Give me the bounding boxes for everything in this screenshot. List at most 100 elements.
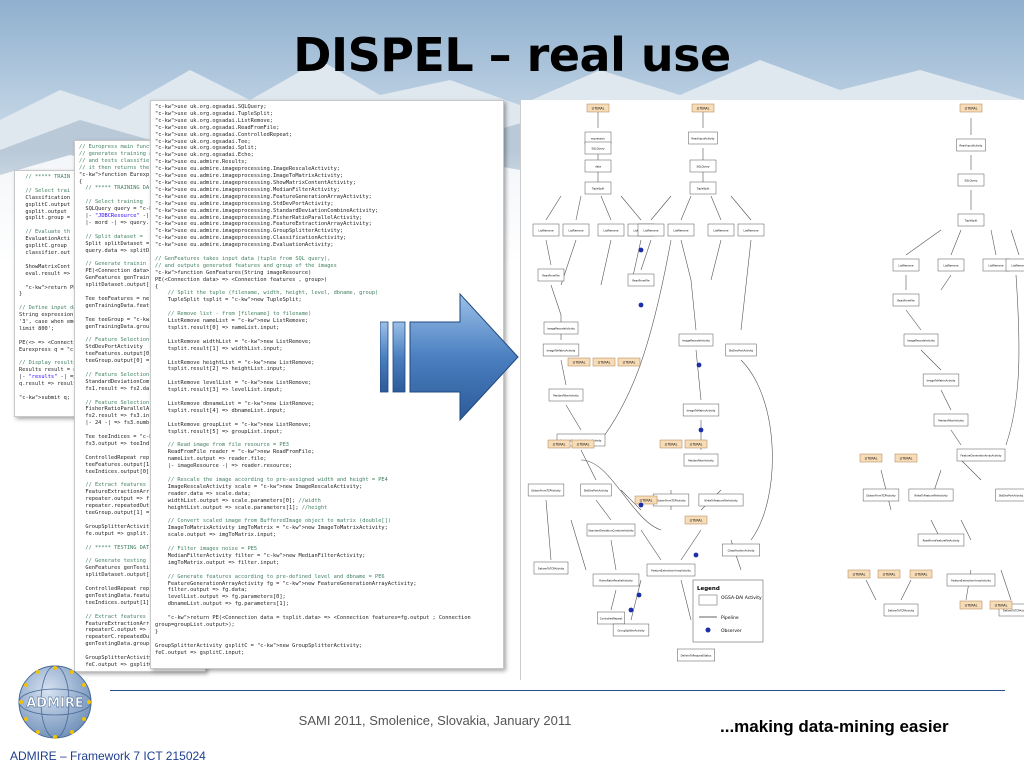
workflow-node: ImageToMatrixActivity — [682, 403, 720, 417]
svg-text:ListRemove: ListRemove — [988, 264, 1003, 268]
svg-text:FeatureExtractionArrayActivity: FeatureExtractionArrayActivity — [651, 569, 691, 573]
workflow-node: ObtainFromTCPActivity — [527, 483, 565, 497]
svg-text:LITERAL: LITERAL — [640, 499, 653, 503]
svg-text:ImageRescaleActivity: ImageRescaleActivity — [682, 339, 710, 343]
svg-text:SQLQuery: SQLQuery — [591, 147, 604, 151]
svg-text:ImageToMatrixActivity: ImageToMatrixActivity — [687, 409, 716, 413]
workflow-node: StdDevPortActivity — [725, 343, 757, 357]
svg-text:FeatureExtractionArrayActivity: FeatureExtractionArrayActivity — [951, 579, 991, 583]
workflow-literals: LITERAL LITERAL LITERAL LITERAL LITERAL LITER… — [547, 103, 1013, 610]
workflow-node: StandardDeviationCombineActivity — [586, 523, 636, 537]
workflow-node: FeatureExtractionArrayActivity — [946, 573, 996, 587]
workflow-node: ImageToMatrixActivity — [922, 373, 960, 387]
workflow-literal: LITERAL — [859, 453, 883, 463]
workflow-node: ClassificationActivity — [722, 543, 760, 557]
workflow-literal: LITERAL — [617, 357, 641, 367]
workflow-node: ListRemove — [562, 223, 590, 237]
svg-text:SQLQuery: SQLQuery — [696, 165, 709, 169]
workflow-node: ListRemove — [667, 223, 695, 237]
svg-text:GroupSplitterActivity: GroupSplitterActivity — [617, 629, 644, 633]
workflow-node: MedianFilterActivity — [548, 388, 584, 402]
workflow-node: ObtainFromTCPActivity — [862, 488, 900, 502]
svg-text:StdDevPortActivity: StdDevPortActivity — [999, 494, 1024, 498]
svg-text:ListRemove: ListRemove — [538, 229, 553, 233]
svg-text:FeatureGenerationArrayActivity: FeatureGenerationArrayActivity — [961, 454, 1002, 458]
svg-text:ImageRescaleActivity: ImageRescaleActivity — [547, 327, 575, 331]
svg-text:TupleSplit: TupleSplit — [965, 219, 978, 223]
workflow-node: ReadFromFile — [537, 268, 565, 282]
workflow-node: ListRemove — [1005, 258, 1024, 272]
workflow-literal: LITERAL — [909, 569, 933, 579]
workflow-observers — [628, 247, 704, 613]
svg-text:DeliverToTCPActivity: DeliverToTCPActivity — [1003, 609, 1024, 613]
svg-text:LITERAL: LITERAL — [573, 361, 586, 365]
legend-title: Legend — [697, 586, 720, 592]
workflow-literal: LITERAL — [989, 600, 1013, 610]
svg-text:ReadInputActivity: ReadInputActivity — [960, 144, 983, 148]
workflow-right — [865, 118, 1020, 601]
workflow-node: StdDevPortActivity — [995, 488, 1024, 502]
workflow-node: ObtainFromTCPActivity — [652, 493, 690, 507]
workflow-node: FeatureExtractionArrayActivity — [646, 563, 696, 577]
arrow-right-icon — [380, 292, 519, 422]
workflow-observer-dot — [636, 592, 642, 598]
workflow-node: data — [584, 159, 612, 173]
svg-text:LITERAL: LITERAL — [690, 519, 703, 523]
workflow-node: TupleSplit — [957, 213, 985, 227]
workflow-literal: LITERAL — [571, 439, 595, 449]
svg-text:ListRemove: ListRemove — [1011, 264, 1024, 268]
workflow-node: FisherRatioParallelActivity — [592, 573, 640, 587]
footer-divider — [110, 690, 1005, 691]
svg-text:LITERAL: LITERAL — [965, 604, 978, 608]
workflow-literal: LITERAL — [894, 453, 918, 463]
workflow-node: WriteToFeatureFileActivity — [908, 488, 954, 502]
workflow-literal: LITERAL — [547, 439, 571, 449]
svg-text:ImageToMatrixActivity: ImageToMatrixActivity — [927, 379, 956, 383]
workflow-literal: LITERAL — [684, 515, 708, 525]
svg-text:ObtainFromTCPActivity: ObtainFromTCPActivity — [656, 499, 686, 503]
svg-text:LITERAL: LITERAL — [995, 604, 1008, 608]
svg-text:WriteToFeatureFileActivity: WriteToFeatureFileActivity — [914, 494, 948, 498]
workflow-literal: LITERAL — [592, 357, 616, 367]
svg-text:ControlledRepeat: ControlledRepeat — [600, 617, 622, 621]
svg-text:ListRemove: ListRemove — [603, 229, 618, 233]
svg-text:ListRemove: ListRemove — [713, 229, 728, 233]
footer-tagline: ...making data-mining easier — [720, 717, 949, 736]
svg-text:ListRemove: ListRemove — [643, 229, 658, 233]
svg-text:LITERAL: LITERAL — [697, 107, 710, 111]
svg-text:MedianFilterActivity: MedianFilterActivity — [938, 419, 964, 423]
slide-title: DISPEL – real use — [293, 28, 731, 82]
svg-text:DeliverToRequestStatus: DeliverToRequestStatus — [681, 654, 712, 658]
svg-text:data: data — [595, 165, 601, 169]
workflow-node: TupleSplit — [584, 181, 612, 195]
workflow-node: ListRemove — [982, 258, 1010, 272]
legend-item-observer: Observer — [721, 628, 742, 634]
svg-text:LITERAL: LITERAL — [690, 443, 703, 447]
workflow-node: ListRemove — [937, 258, 965, 272]
workflow-literal: LITERAL — [586, 103, 610, 113]
svg-text:ReadFromFile: ReadFromFile — [542, 274, 560, 278]
svg-text:MedianFilterActivity: MedianFilterActivity — [553, 394, 579, 398]
svg-text:ListRemove: ListRemove — [673, 229, 688, 233]
workflow-node: ImageToMatrixActivity — [542, 343, 580, 357]
svg-text:ObtainFromTCPActivity: ObtainFromTCPActivity — [531, 489, 561, 493]
workflow-node: DeliverToRequestStatus — [677, 648, 715, 662]
workflow-literal: LITERAL — [634, 495, 658, 505]
svg-text:DeliverToTCPActivity: DeliverToTCPActivity — [538, 567, 565, 571]
svg-text:LITERAL: LITERAL — [900, 457, 913, 461]
svg-text:LITERAL: LITERAL — [598, 361, 611, 365]
workflow-literal: LITERAL — [684, 439, 708, 449]
admire-logo: ADMIRE — [18, 665, 92, 739]
svg-text:LITERAL: LITERAL — [553, 443, 566, 447]
svg-text:LITERAL: LITERAL — [577, 443, 590, 447]
workflow-node: ListRemove — [637, 223, 665, 237]
workflow-node: expression — [584, 131, 612, 145]
workflow-node: ListRemove — [532, 223, 560, 237]
workflow-node: ListRemove — [892, 258, 920, 272]
svg-text:LITERAL: LITERAL — [623, 361, 636, 365]
workflow-node: GroupSplitterActivity — [612, 623, 650, 637]
svg-text:ClassificationActivity: ClassificationActivity — [728, 549, 755, 553]
svg-text:ListRemove: ListRemove — [568, 229, 583, 233]
svg-text:ReadFromFile: ReadFromFile — [897, 299, 915, 303]
footer-event-text: SAMI 2011, Smolenice, Slovakia, January … — [298, 713, 572, 728]
